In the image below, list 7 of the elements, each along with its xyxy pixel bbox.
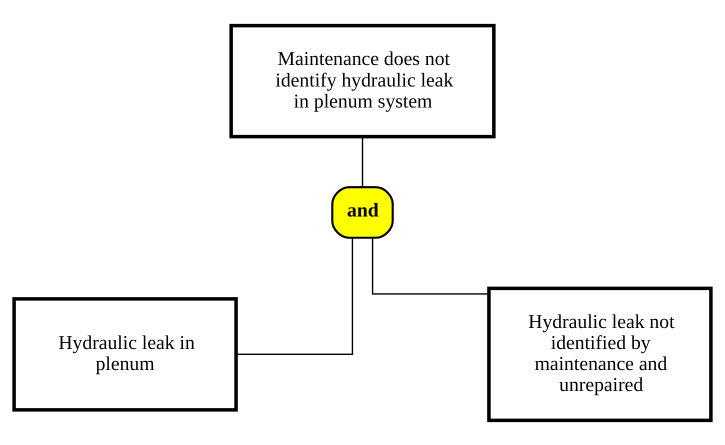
node-box: and: [331, 186, 394, 238]
connector: [372, 237, 489, 294]
node-box: Hydraulic leak not identified by maintenance and unrepaired: [487, 286, 713, 422]
node-box: Hydraulic leak in plenum: [12, 296, 238, 412]
connector: [236, 237, 354, 355]
node-box: Maintenance does not identify hydraulic leak in plenum system: [229, 23, 496, 138]
connector: [362, 136, 364, 186]
